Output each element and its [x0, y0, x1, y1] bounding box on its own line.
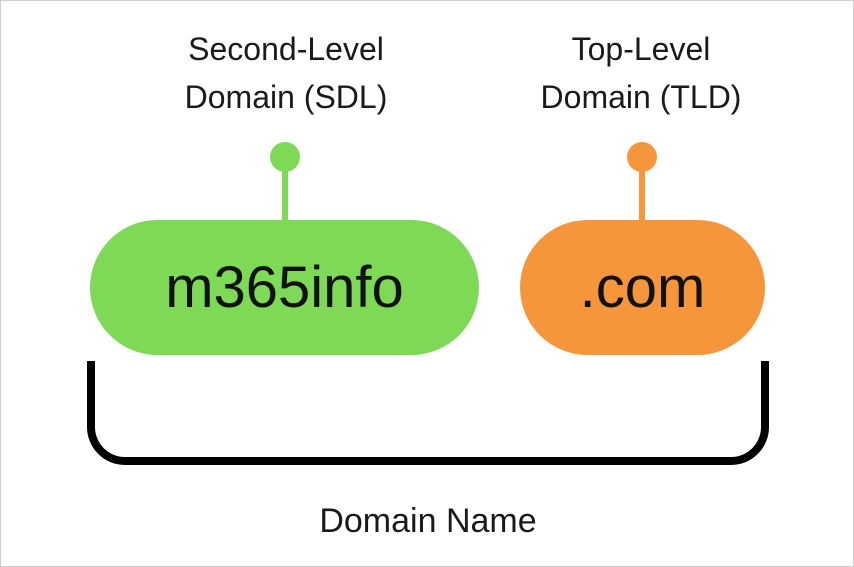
sdl-value: m365info	[165, 255, 404, 320]
tld-label-line1: Top-Level	[571, 31, 711, 67]
tld-label: Top-Level Domain (TLD)	[516, 25, 766, 121]
sdl-pill: m365info	[90, 220, 479, 355]
tld-value: .com	[579, 255, 706, 320]
tld-pill: .com	[520, 220, 765, 355]
sdl-label-line1: Second-Level	[188, 31, 384, 67]
sdl-connector-line	[282, 157, 288, 221]
sdl-label-line2: Domain (SDL)	[184, 79, 388, 115]
domain-name-caption: Domain Name	[319, 502, 537, 540]
tld-connector-line	[639, 157, 645, 221]
sdl-label: Second-Level Domain (SDL)	[161, 25, 411, 121]
tld-label-line2: Domain (TLD)	[540, 79, 742, 115]
domain-bracket	[87, 361, 769, 465]
